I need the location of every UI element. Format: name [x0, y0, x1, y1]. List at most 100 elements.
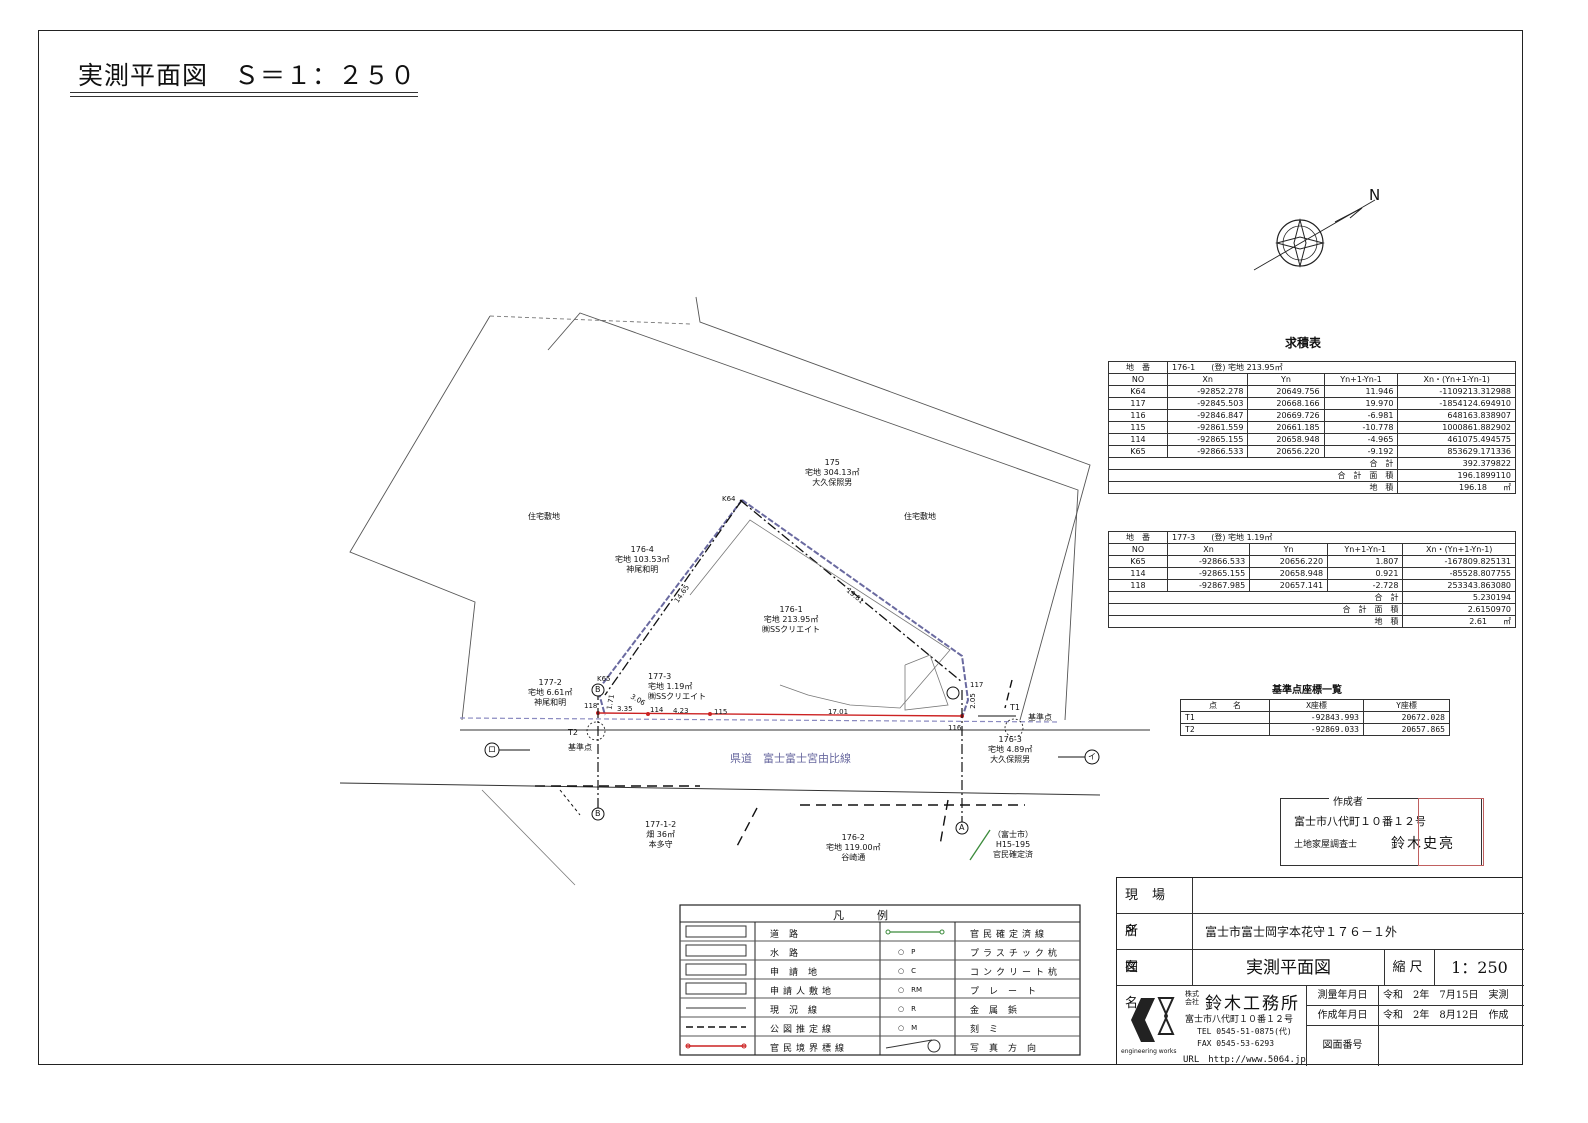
road-edge-south	[339, 782, 1101, 796]
company-name: 鈴木工務所	[1205, 994, 1300, 1014]
legend-sym-m: ○ M	[898, 1024, 918, 1032]
pt-115-marker	[708, 712, 712, 716]
author-head: 作成者	[1329, 793, 1367, 808]
scale-label: 縮尺	[1385, 950, 1435, 986]
calc-title: 求積表	[1285, 336, 1322, 350]
survey-date-value: 令和 2年 7月15日 実測	[1379, 986, 1524, 1006]
legend-current-label: 現況線	[770, 1006, 828, 1016]
marker-b-top-letter: B	[595, 685, 601, 694]
site-label: 現場名	[1117, 878, 1193, 939]
t2-marker	[586, 721, 606, 741]
location-value: 富士市富士岡字本花守１７６－１外	[1193, 914, 1524, 950]
north-arrow-label: N	[1369, 186, 1381, 204]
marker-b-bottom	[591, 807, 605, 821]
marker-i-letter: イ	[1088, 752, 1096, 761]
legend-sym-r: ○ R	[898, 1005, 916, 1013]
kijun-title: 基準点座標一覧	[1272, 685, 1342, 696]
road-boundary-blue	[459, 717, 1061, 723]
company-cell: engineering works 株式会社 鈴木工務所 富士市八代町１０番１２…	[1117, 986, 1307, 1066]
cadastral-line-5	[1004, 679, 1013, 709]
legend-sym-c: ○ C	[898, 967, 916, 975]
location-label: 所 在	[1117, 914, 1193, 975]
title-underline-2	[70, 96, 418, 97]
city-confirmed-line	[969, 829, 991, 861]
created-date-value: 令和 2年 8月12日 作成	[1379, 1006, 1524, 1026]
residential-right-label: 住宅敷地	[904, 512, 936, 521]
drawing-number-value	[1379, 1026, 1524, 1066]
cadastral-line-4	[939, 799, 949, 846]
lane-line	[481, 789, 576, 886]
title-underline	[70, 92, 418, 93]
created-date-label: 作成年月日	[1307, 1006, 1379, 1026]
point-k65-label: K65	[597, 675, 611, 683]
legend-applicant-label: 申請人敷地	[770, 987, 836, 997]
point-118-label: 118	[584, 702, 598, 710]
survey-line-k65	[604, 499, 743, 696]
legend-photo-arrow	[885, 1039, 933, 1049]
residential-left-label: 住宅敷地	[528, 512, 560, 521]
legend-plastic-label: プラスチック杭	[970, 949, 1061, 959]
boundary-175	[741, 499, 970, 719]
legend-cadastral-label: 公図推定線	[770, 1025, 836, 1035]
company-url: URL http://www.5064.jp	[1183, 1055, 1306, 1065]
dimension-label: 17.01	[828, 708, 849, 716]
point-k64-label: K64	[722, 495, 736, 503]
legend-application-swatch	[685, 963, 747, 976]
seal-stamp	[1418, 798, 1484, 866]
point-t1-label: T1	[1010, 703, 1020, 712]
site-value	[1193, 878, 1524, 914]
legend-metal-label: 金属鋲	[970, 1006, 1028, 1016]
drawing-number-label: 図面番号	[1307, 1026, 1379, 1066]
point-114-label: 114	[650, 706, 664, 714]
scale-value: 1：250	[1435, 950, 1524, 986]
building-outline	[689, 519, 951, 709]
point-116-label: 116	[948, 724, 962, 732]
legend-photo-circle	[927, 1039, 941, 1053]
t1-marker	[1004, 718, 1024, 738]
legend-confirmed-label: 官民確定済線	[970, 930, 1049, 940]
official-boundary-line	[597, 712, 963, 717]
title-block: 現場名 所 在 富士市富士岡字本花守１７６－１外 図 名 実測平面図 縮尺 1：…	[1116, 877, 1524, 1066]
company-fax: FAX 0545-53-6293	[1197, 1039, 1275, 1048]
lot-outline-175	[547, 312, 1079, 721]
cadastral-line-3	[734, 807, 758, 851]
legend-boundary-label: 官民境界標線	[770, 1044, 849, 1054]
legend-concrete-label: コンクリート杭	[970, 968, 1062, 978]
compass-icon	[1253, 199, 1376, 271]
company-prefix: 株式会社	[1185, 990, 1199, 1006]
marker-b-top	[591, 683, 605, 697]
point-117-label: 117	[970, 681, 984, 689]
point-115-label: 115	[714, 708, 728, 716]
company-tel: TEL 0545-51-0875(代)	[1197, 1027, 1292, 1036]
survey-line-k64	[739, 499, 963, 683]
author-name: 鈴木史亮	[1391, 836, 1455, 852]
legend-boundary-end	[685, 1043, 691, 1049]
legend-sym-p: ○ P	[898, 948, 916, 956]
dimension-label: 3.35	[617, 705, 633, 713]
building-annex	[904, 654, 949, 711]
logo-caption: engineering works	[1121, 1048, 1177, 1055]
legend-water-swatch	[685, 944, 747, 957]
company-logo-icon	[1131, 997, 1175, 1042]
author-address: 富士市八代町１０番１２号	[1294, 815, 1426, 828]
dimension-label: 4.23	[673, 707, 689, 715]
author-role: 土地家屋調査士	[1294, 840, 1358, 850]
legend-sym-rm: ○ RM	[898, 986, 923, 994]
cadastral-line-6	[559, 789, 581, 816]
legend-boundary-end	[741, 1043, 747, 1049]
survey-date-label: 測量年月日	[1307, 986, 1379, 1006]
road-name: 県道 富士富士宮由比線	[730, 752, 851, 765]
legend-title: 凡 例	[833, 909, 888, 922]
